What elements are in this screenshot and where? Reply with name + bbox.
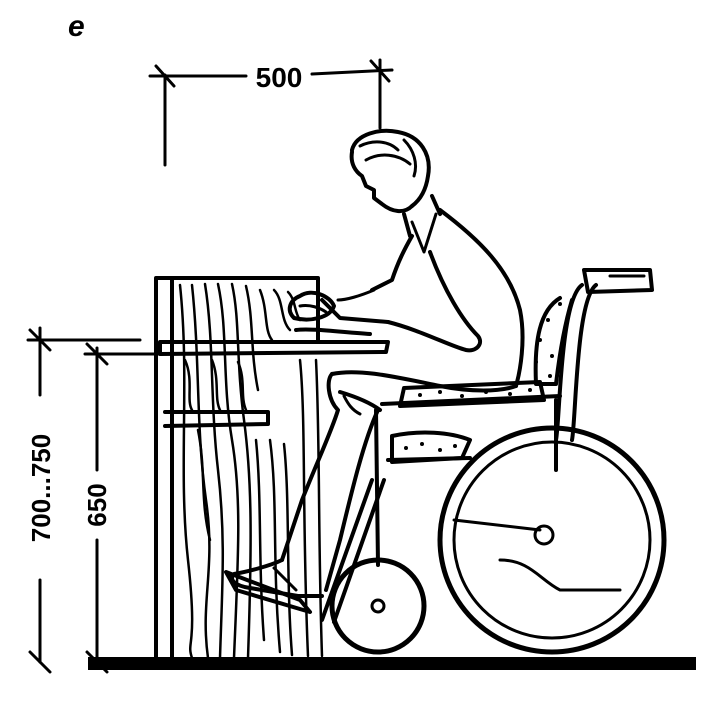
knee-clearance-label: 650 [82, 483, 112, 526]
desk-height-dimension [26, 326, 142, 674]
panel-label: e [68, 10, 85, 43]
seated-person [230, 128, 525, 598]
reach-dimension [148, 58, 394, 167]
floor-line [88, 657, 696, 670]
knee-clearance-dimension [83, 342, 162, 674]
reach-dimension-label: 500 [256, 62, 303, 93]
desk-height-label: 700...750 [26, 434, 56, 542]
